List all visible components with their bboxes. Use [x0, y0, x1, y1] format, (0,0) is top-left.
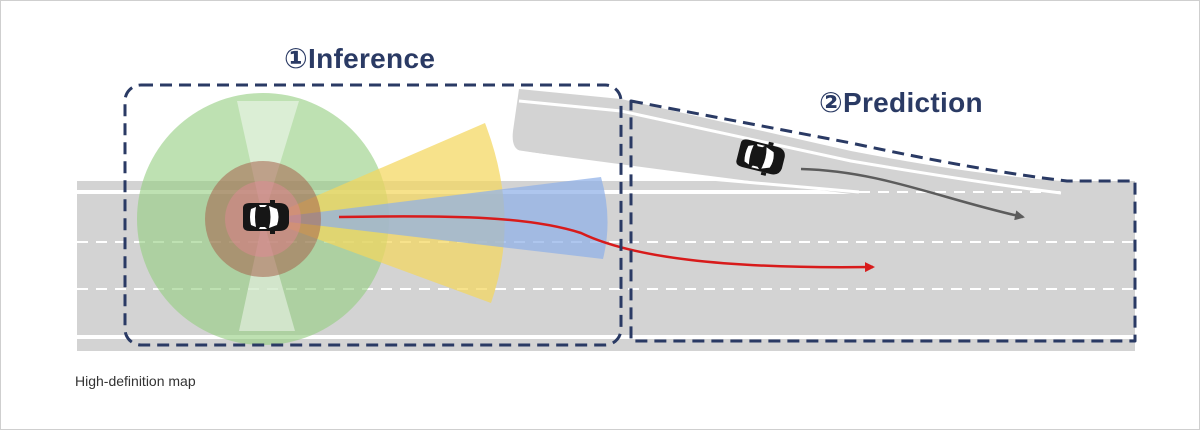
prediction-region-frame — [629, 99, 1137, 343]
ramp-surface — [512, 89, 1135, 194]
merging-ramp — [512, 89, 1135, 195]
map-caption: High-definition map — [75, 373, 196, 389]
sensor-coverage — [137, 93, 608, 345]
ego-vehicle-icon — [243, 200, 289, 234]
ramp-edge-bottom — [512, 149, 860, 194]
inference-label: ①Inference — [284, 43, 436, 74]
prediction-label: ②Prediction — [819, 87, 983, 118]
inference-region-frame — [123, 83, 623, 347]
planned-path-arrow — [338, 215, 875, 273]
ramp-edge-top — [518, 99, 1062, 195]
predicted-path-arrow — [800, 167, 1025, 221]
sensor-gap-front — [237, 101, 299, 219]
radar-forward-zone — [263, 177, 608, 259]
